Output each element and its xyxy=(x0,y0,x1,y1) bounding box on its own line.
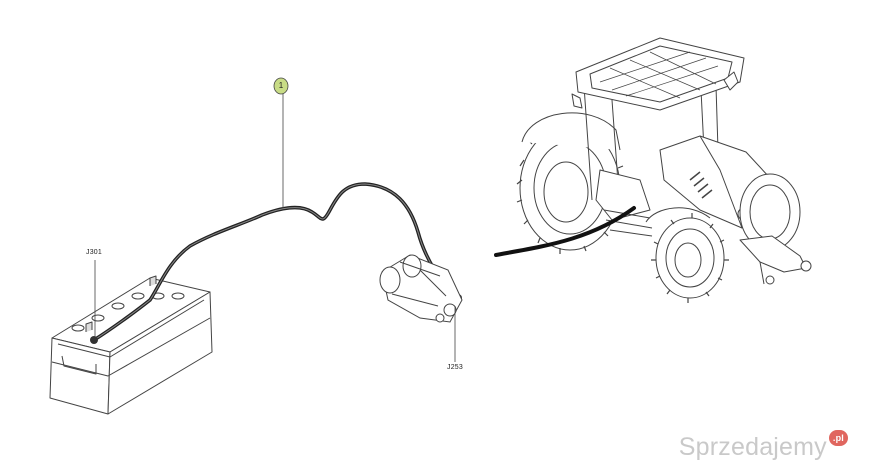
starter-motor xyxy=(379,254,463,323)
tractor xyxy=(516,37,812,303)
watermark: Sprzedajemy.pl xyxy=(678,430,848,462)
callout-circle xyxy=(273,77,289,95)
battery-connector-label: J301 xyxy=(86,249,102,256)
starter-connector-label: J253 xyxy=(447,364,463,371)
watermark-text: Sprzedajemy xyxy=(678,433,827,461)
battery xyxy=(49,275,213,415)
callout-number: 1 xyxy=(278,81,284,90)
battery-terminal-end xyxy=(90,336,98,344)
tractor-cable-indicator xyxy=(494,206,636,257)
leader-lines xyxy=(94,94,456,362)
watermark-badge: .pl xyxy=(828,430,848,446)
